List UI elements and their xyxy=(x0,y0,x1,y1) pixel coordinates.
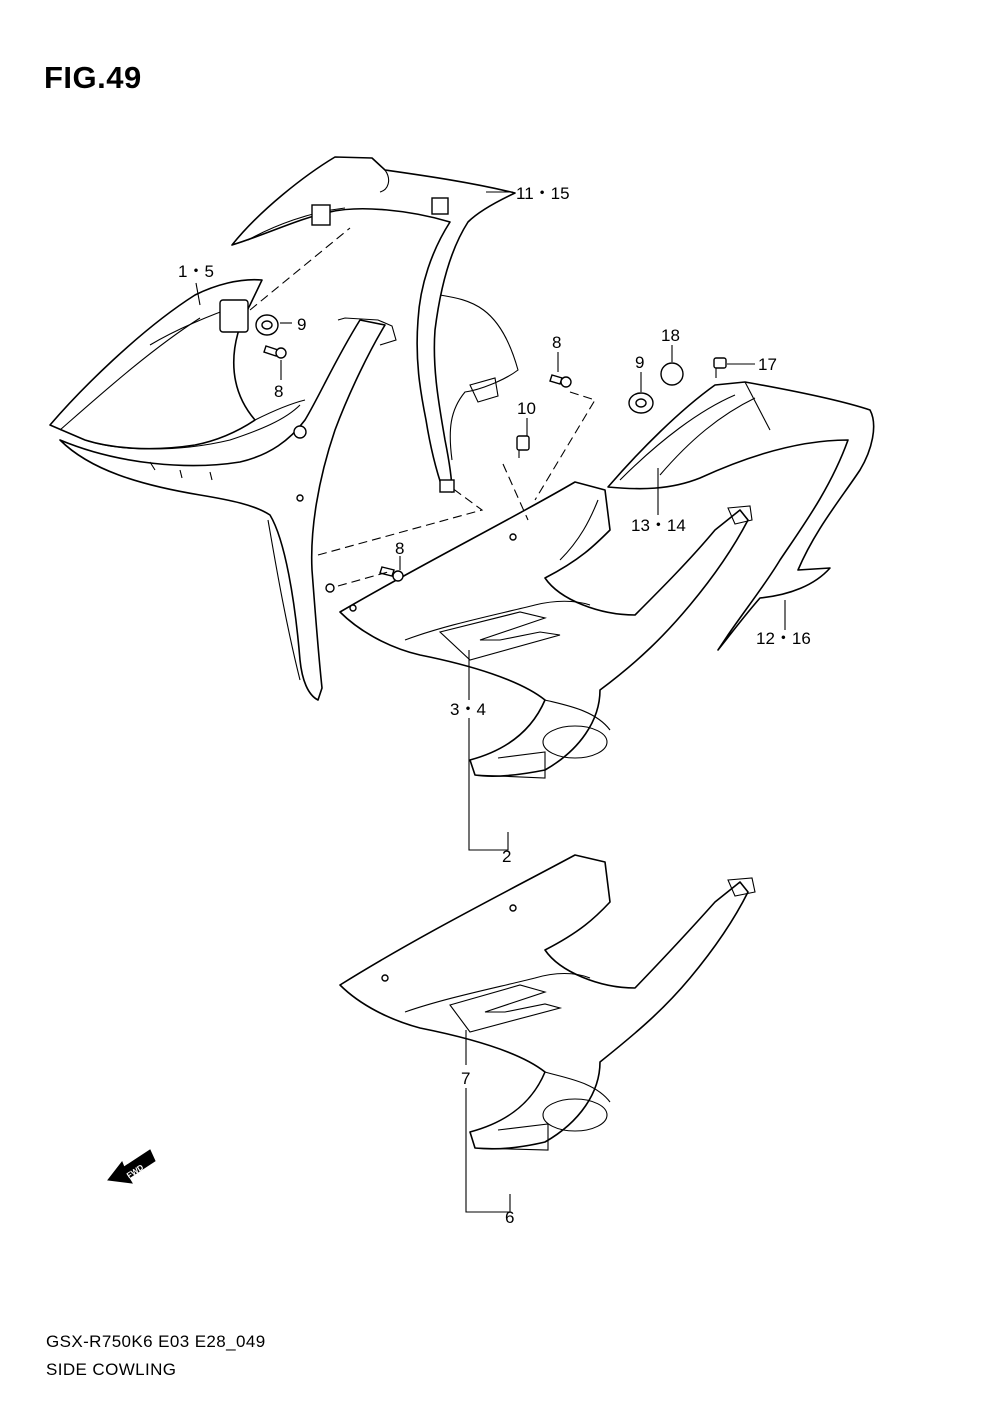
fwd-direction-arrow: FWD xyxy=(107,1149,156,1184)
callout-11-15: 11・15 xyxy=(516,184,570,203)
callout-13-14: 13・14 xyxy=(631,516,686,535)
callout-3-4: 3・4 xyxy=(450,700,486,719)
lower-cowling-part xyxy=(339,854,756,1151)
callout-18: 18 xyxy=(661,326,680,345)
callout-8-top: 8 xyxy=(552,333,561,352)
callout-9-right: 9 xyxy=(635,353,644,372)
callout-6: 6 xyxy=(505,1208,514,1227)
callout-10: 10 xyxy=(517,399,536,418)
leader-lines xyxy=(195,191,786,1213)
model-code: GSX-R750K6 E03 E28_049 xyxy=(46,1332,266,1351)
callout-1-5: 1・5 xyxy=(178,262,214,281)
screw-8-mid xyxy=(379,566,404,582)
upper-duct-part xyxy=(231,156,519,493)
screw-8-left xyxy=(263,345,287,359)
callout-9-left: 9 xyxy=(297,315,306,334)
middle-cowling-part xyxy=(339,481,753,779)
figure-title: FIG.49 xyxy=(44,60,142,95)
screw-17 xyxy=(713,357,727,378)
grommet-9-left xyxy=(255,314,279,336)
callout-7: 7 xyxy=(461,1069,470,1088)
section-name: SIDE COWLING xyxy=(46,1360,177,1379)
screw-8-top xyxy=(549,374,572,388)
callout-8-mid: 8 xyxy=(395,539,404,558)
screw-10 xyxy=(516,435,530,458)
side-panel-part xyxy=(49,278,397,701)
callout-17: 17 xyxy=(758,355,777,374)
callout-12-16: 12・16 xyxy=(756,629,811,648)
right-inner-panel-part xyxy=(607,381,875,651)
callout-2: 2 xyxy=(502,847,511,866)
grommet-18 xyxy=(660,362,684,386)
callout-8-left: 8 xyxy=(274,382,283,401)
grommet-9-right xyxy=(628,392,654,414)
